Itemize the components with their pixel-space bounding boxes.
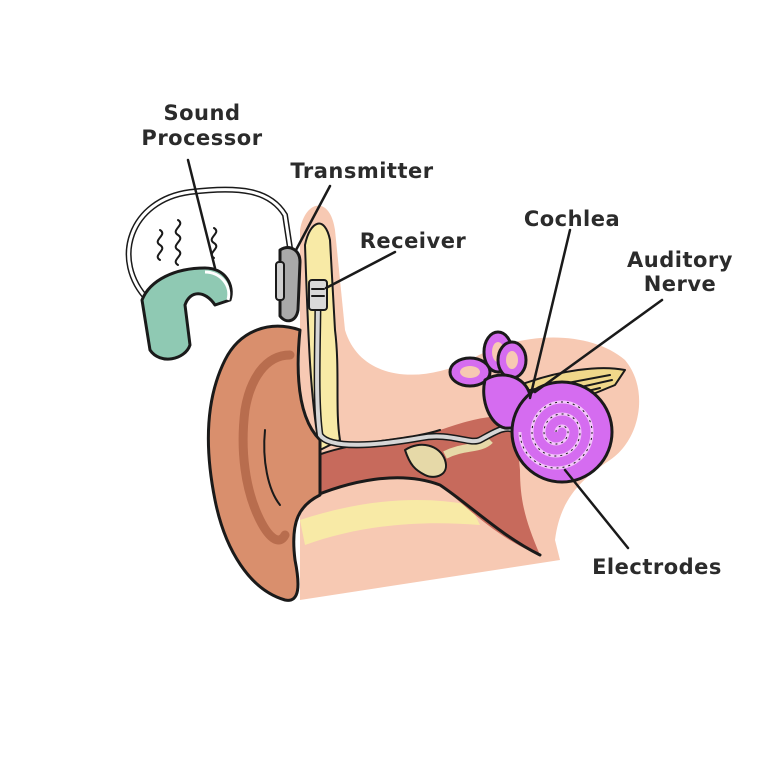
label-sound-processor-2: Processor	[141, 126, 262, 150]
cochlea	[448, 330, 614, 484]
transmitter-device	[275, 246, 302, 323]
electrode-lead	[313, 291, 519, 449]
labels: Sound Processor Transmitter Receiver Coc…	[141, 101, 733, 579]
label-electrodes: Electrodes	[592, 555, 722, 579]
label-auditory-nerve-2: Nerve	[644, 272, 717, 296]
leader-lines	[186, 158, 664, 550]
head-tissue	[300, 205, 640, 600]
ossicles	[404, 436, 493, 478]
label-receiver: Receiver	[360, 229, 467, 253]
receiver-device	[308, 279, 328, 311]
label-transmitter: Transmitter	[290, 159, 433, 183]
label-auditory-nerve-1: Auditory	[627, 248, 733, 272]
label-sound-processor-1: Sound	[164, 101, 241, 125]
label-cochlea: Cochlea	[524, 207, 620, 231]
headset-wire	[125, 186, 293, 303]
sound-processor-device	[140, 266, 233, 361]
